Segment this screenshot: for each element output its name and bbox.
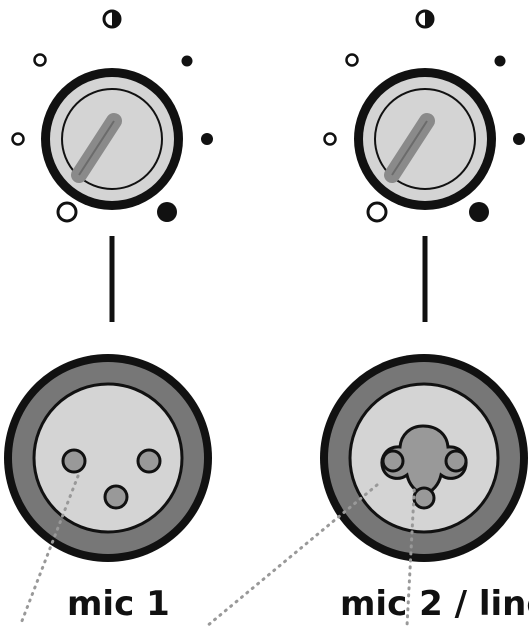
combo-pin [412,486,436,510]
gain-scale-dot-icon [157,202,177,222]
xlr-pin [136,448,162,474]
channel-2-label: mic 2 / line [340,584,529,624]
gain-knob-pointer-edge [391,120,428,176]
top-half-circle-outline [102,9,122,29]
leader-line-channel-1 [18,474,80,626]
gain-scale-dot-icon [201,133,213,145]
gain-scale-dot-icon [33,53,47,67]
channel-1-knob [11,9,213,322]
gain-scale-dot-icon [469,202,489,222]
xlr-pin [103,484,129,510]
combo-pin [444,449,468,473]
gain-knob-inner-ring [374,88,476,190]
gain-scale-dot-icon [513,133,525,145]
gain-scale-dot-icon [56,201,78,223]
leader-line-channel-2-left [205,483,379,626]
leader-line-channel-2-right [405,474,417,626]
channel-2-input [320,354,528,562]
xlr-pin [61,448,87,474]
channel-1-input [4,354,212,562]
dotted-leader-lines [18,474,417,626]
gain-scale-dot-icon [494,55,506,67]
gain-scale-dot-icon [345,53,359,67]
gain-scale-dot-icon [11,132,25,146]
combo-pin [381,449,405,473]
gain-scale-dot-icon [323,132,337,146]
gain-knob-pointer [71,113,122,183]
gain-knob-face [363,77,487,201]
gain-scale-dot-icon [181,55,193,67]
gain-knob-pointer-edge [78,120,115,176]
channel-2-knob [323,9,525,322]
gain-knob-inner-ring [61,88,163,190]
top-half-circle-outline [415,9,435,29]
channel-1-label: mic 1 [67,584,170,624]
gain-knob-pointer [384,113,435,183]
gain-knob-face [50,77,174,201]
gain-scale-dot-icon [366,201,388,223]
